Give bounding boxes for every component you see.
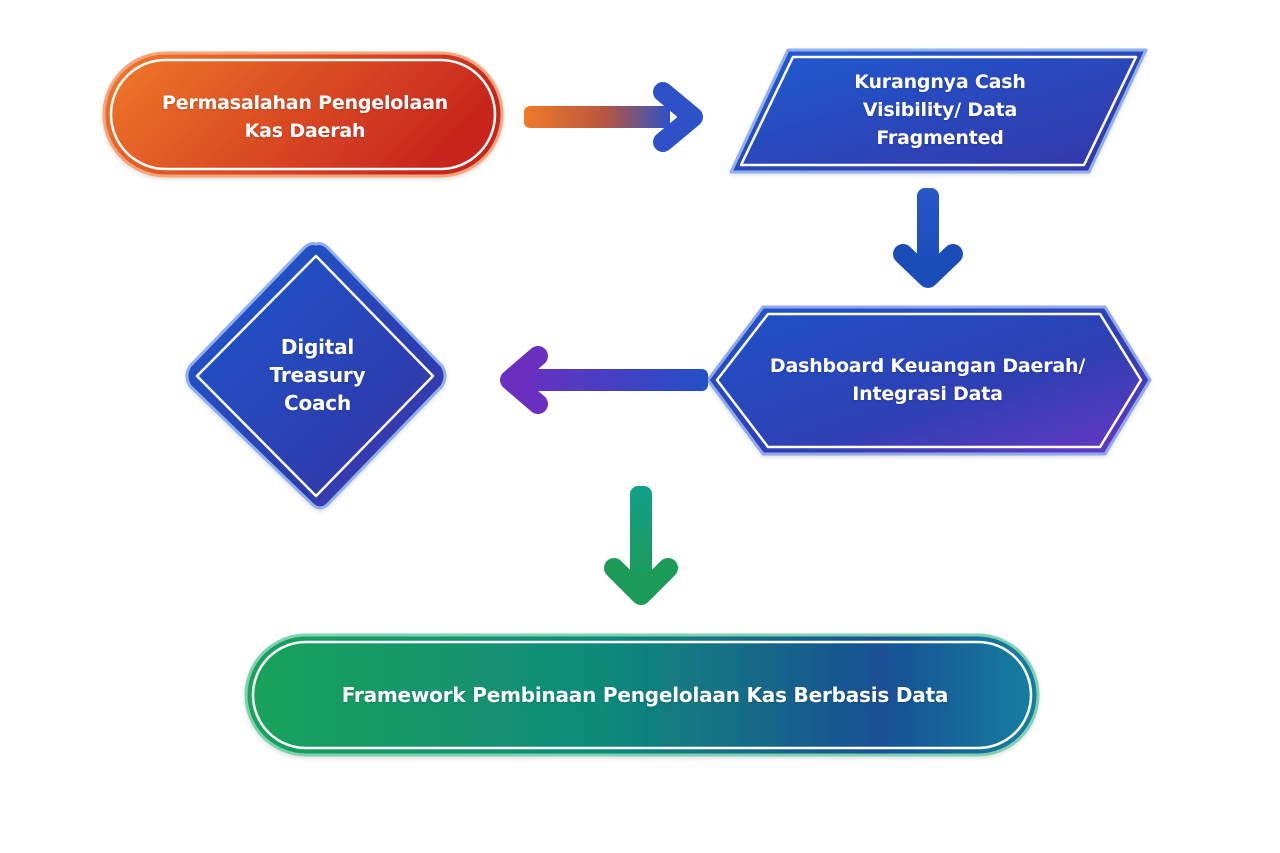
node-problem-label: Permasalahan Pengelolaan Kas Daerah [130, 72, 480, 162]
node-problem-line: Kas Daerah [244, 120, 366, 142]
node-problem-line: Permasalahan Pengelolaan [161, 92, 449, 114]
node-visibility-line: Kurangnya Cash [854, 71, 1026, 93]
node-visibility [729, 48, 1148, 174]
node-coach-line: Coach [283, 391, 351, 415]
node-coach-line: Digital [280, 335, 355, 359]
node-dashboard-line: Integrasi Data [852, 383, 1003, 405]
arrow-right-icon [524, 82, 703, 152]
node-visibility-line: Fragmented [876, 127, 1004, 149]
node-visibility-label: Kurangnya Cash Visibility/ Data Fragment… [775, 55, 1105, 165]
node-visibility-line: Visibility/ Data [862, 99, 1018, 121]
node-problem [102, 51, 504, 178]
arrow-down-icon [604, 486, 678, 605]
arrow-left-icon [500, 346, 708, 414]
arrow-down-icon [893, 188, 963, 288]
node-framework-line: Framework Pembinaan Pengelolaan Kas Berb… [341, 683, 949, 707]
node-framework-label: Framework Pembinaan Pengelolaan Kas Berb… [270, 660, 1020, 730]
node-dashboard [706, 305, 1152, 456]
node-coach [185, 242, 447, 510]
node-dashboard-line: Dashboard Keuangan Daerah/ [769, 355, 1086, 377]
node-framework [244, 633, 1040, 757]
node-coach-line: Treasury [269, 363, 366, 387]
node-dashboard-label: Dashboard Keuangan Daerah/ Integrasi Dat… [740, 335, 1115, 425]
node-coach-label: Digital Treasury Coach [200, 320, 435, 430]
